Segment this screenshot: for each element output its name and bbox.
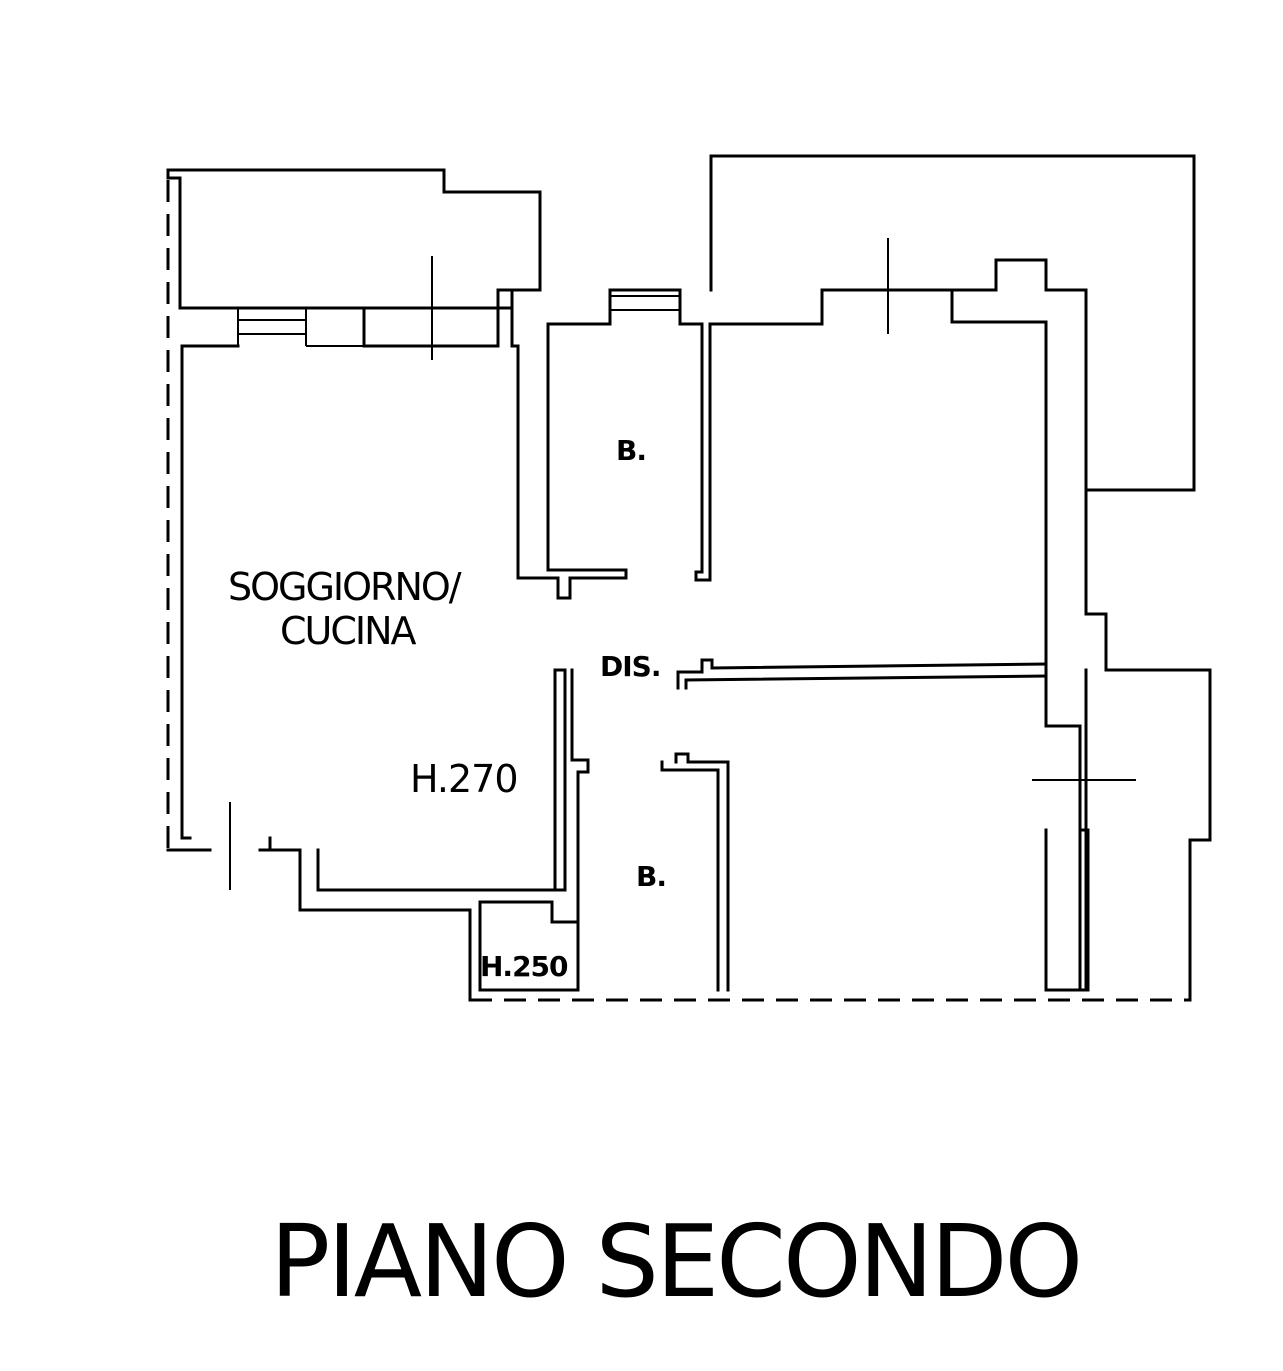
- opening-markers: [229, 238, 1136, 890]
- ceiling-height-low: H.250: [480, 950, 568, 983]
- room-label-hallway: DIS.: [600, 650, 660, 683]
- interior-walls-hallway: [676, 658, 1048, 690]
- floor-title: PIANO SECONDO: [270, 1203, 1080, 1320]
- interior-walls-upper: [510, 288, 954, 600]
- room-label-living-line1: SOGGIORNO/: [228, 565, 462, 609]
- terrace-left: [166, 168, 542, 310]
- room-label-bath-upper: B.: [616, 434, 646, 467]
- room-label-bath-lower: B.: [636, 860, 666, 893]
- terrace-right: [709, 154, 1196, 492]
- ceiling-height-main: H.270: [410, 757, 518, 801]
- interior-walls-lower: [570, 668, 730, 992]
- room-label-living-line2: CUCINA: [280, 609, 417, 653]
